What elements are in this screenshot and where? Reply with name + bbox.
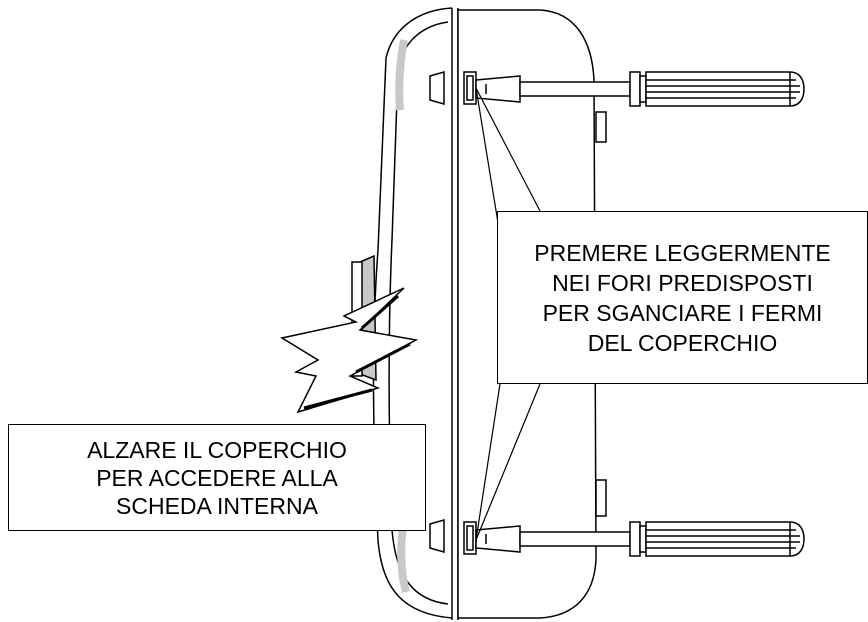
callout-line: DEL COPERCHIO: [587, 329, 778, 356]
lift-cover-callout: ALZARE IL COPERCHIO PER ACCEDERE ALLA SC…: [8, 424, 426, 531]
callout-line: SCHEDA INTERNA: [116, 492, 318, 519]
screwdriver-bottom: [475, 521, 805, 557]
press-release-tabs-callout: PREMERE LEGGERMENTE NEI FORI PREDISPOSTI…: [497, 211, 868, 384]
callout-line: PER SGANCIARE I FERMI: [542, 299, 823, 326]
release-slot-top: [463, 71, 477, 105]
callout-line: PER ACCEDERE ALLA: [96, 464, 338, 491]
release-slot-bottom: [463, 521, 477, 555]
callout-line: NEI FORI PREDISPOSTI: [552, 269, 813, 296]
callout-leaders: [475, 87, 541, 541]
parting-line: [451, 8, 459, 620]
callout-line: ALZARE IL COPERCHIO: [87, 436, 347, 463]
callout-line: PREMERE LEGGERMENTE: [534, 239, 831, 266]
lift-arrow: [280, 287, 419, 414]
screwdriver-top: [475, 71, 805, 107]
